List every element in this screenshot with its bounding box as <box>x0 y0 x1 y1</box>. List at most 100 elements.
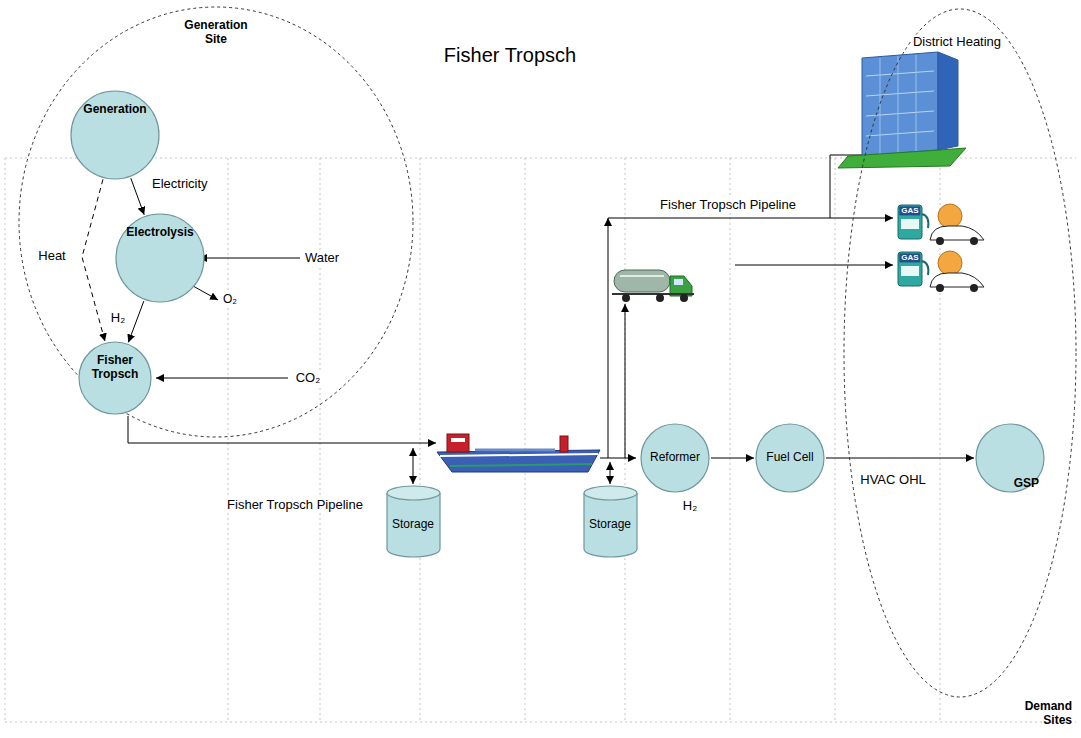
building-picture <box>938 52 958 150</box>
pipeline <box>735 265 893 266</box>
grid-frame <box>5 158 1076 722</box>
gas-pump-icon <box>901 219 919 229</box>
edge-label: HVAC OHL <box>858 473 928 488</box>
grid-frame <box>730 158 731 722</box>
pipeline <box>413 448 414 484</box>
ship-picture <box>451 438 465 442</box>
node-label: Fisher Tropsch <box>90 354 140 382</box>
node-label: Reformer <box>650 451 700 465</box>
pump-label: GAS <box>899 206 920 215</box>
car-icon <box>938 204 962 228</box>
pipeline <box>608 218 609 458</box>
input-label: CO₂ <box>294 371 323 386</box>
cylinder-body <box>387 493 440 557</box>
region-outline <box>844 9 1076 697</box>
truck-picture <box>614 270 670 292</box>
process-circle: Reformer <box>640 423 710 493</box>
node-outline <box>18 6 414 438</box>
building-picture <box>838 52 966 168</box>
pipeline <box>128 416 436 443</box>
flow-connector <box>826 458 974 459</box>
building-picture <box>866 71 934 136</box>
process-circle: Fisher Tropsch <box>78 341 152 415</box>
edge-label: Heat <box>36 249 67 264</box>
cylinder-body <box>584 493 637 557</box>
grid-frame <box>835 158 836 722</box>
circle-outline <box>79 342 151 414</box>
node-label: Storage <box>589 510 631 532</box>
car-icon <box>970 237 978 245</box>
ship-picture <box>440 454 598 456</box>
truck-picture <box>620 275 664 277</box>
node-label: Generation <box>75 103 155 117</box>
truck-picture <box>622 294 630 302</box>
output-label: O₂ <box>221 293 239 307</box>
flow-connector <box>128 301 144 342</box>
flow-connector <box>82 179 105 341</box>
building-picture <box>880 55 916 154</box>
storage-cylinder: Storage <box>583 485 638 557</box>
truck-picture <box>674 279 683 285</box>
pipeline-label: Fisher Tropsch Pipeline <box>225 498 365 513</box>
grid-frame <box>320 158 321 722</box>
diagram-title: Fisher Tropsch <box>444 44 576 67</box>
gas-pump-icon <box>922 214 928 228</box>
node-label: Electrolysis <box>120 226 200 240</box>
grid-frame <box>5 158 6 722</box>
gas-pump-icon <box>898 205 928 286</box>
pipeline-label: Fisher Tropsch Pipeline <box>658 198 798 213</box>
ship-picture <box>447 434 469 452</box>
storage-cylinder: Storage <box>386 485 441 557</box>
process-circle: Electrolysis <box>115 213 205 303</box>
node-label: Storage <box>392 510 434 532</box>
edge-label: Electricity <box>150 177 210 192</box>
gas-pump-icon <box>922 261 928 275</box>
region-heading: Demand Sites <box>1010 700 1072 728</box>
region-outline <box>19 7 413 437</box>
feed-arrow <box>199 258 300 259</box>
grid-frame <box>625 158 626 722</box>
building-label: District Heating <box>911 35 1003 50</box>
grid-frame <box>525 158 526 722</box>
grid-frame <box>420 158 421 722</box>
building-picture <box>862 52 938 156</box>
car-icon <box>938 251 962 275</box>
ship-picture <box>450 464 592 466</box>
circle-outline <box>756 424 824 492</box>
node-label: Fuel Cell <box>766 451 813 465</box>
pipeline <box>608 218 893 219</box>
flow-connector <box>131 178 144 215</box>
flow-connector <box>711 458 754 459</box>
ship-picture <box>475 449 555 452</box>
node-label: GSP <box>979 477 1039 491</box>
process-circle: Generation <box>70 90 160 180</box>
grid-frame <box>228 158 229 722</box>
region-heading: Generation Site <box>176 19 256 47</box>
truck-picture <box>680 294 688 302</box>
edge-label: H₂ <box>109 311 127 326</box>
circle-outline <box>641 424 709 492</box>
circle-outline <box>116 214 204 302</box>
input-label: Water <box>303 251 341 266</box>
car-icon <box>930 204 984 292</box>
grid-frame <box>5 722 1076 723</box>
pipeline <box>610 462 611 484</box>
pipeline <box>625 304 626 458</box>
cylinder-top <box>584 486 637 500</box>
gas-pump-icon <box>901 266 919 276</box>
cylinder-top <box>387 486 440 500</box>
ship-picture <box>560 436 568 452</box>
car-icon <box>936 237 944 245</box>
car-icon <box>970 284 978 292</box>
ship-picture <box>437 434 600 472</box>
truck-picture <box>656 294 664 302</box>
generation-site-region: Generation SiteGenerationElectrolysisFis… <box>18 6 414 438</box>
pipeline <box>600 458 636 459</box>
circle-outline <box>71 91 159 179</box>
truck-picture <box>612 270 694 302</box>
gas-pump-icon <box>898 205 922 239</box>
